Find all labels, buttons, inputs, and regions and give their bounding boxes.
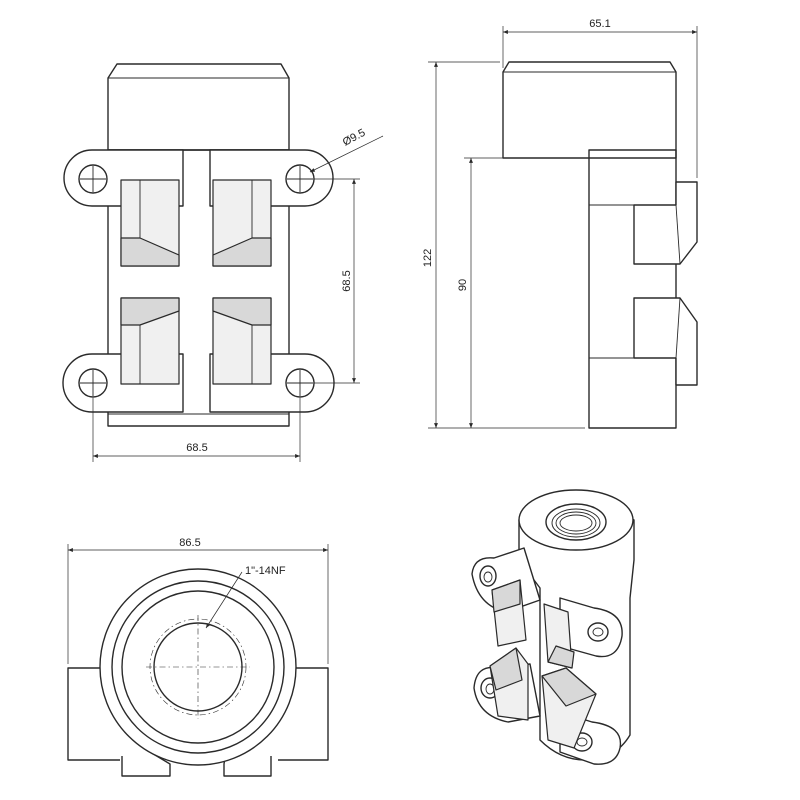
front-top-cap bbox=[107, 63, 290, 151]
thread-leader bbox=[205, 571, 243, 629]
front-width-dimension bbox=[92, 398, 301, 462]
side-body-height-label: 90 bbox=[457, 279, 469, 291]
side-depth-dimension bbox=[502, 26, 698, 178]
front-view: 68.5 68.5 Ø9.5 bbox=[62, 63, 384, 462]
thread-label: 1"-14NF bbox=[245, 565, 286, 577]
front-hole-spacing-dimension bbox=[314, 178, 360, 384]
front-valve-blocks bbox=[120, 179, 272, 385]
side-view: 65.1 122 90 bbox=[422, 18, 698, 429]
iso-top-face bbox=[518, 489, 634, 551]
bottom-view: 86.5 1"-14NF bbox=[67, 537, 329, 777]
front-width-label: 68.5 bbox=[186, 442, 207, 454]
side-total-height-dimension bbox=[428, 61, 585, 429]
bottom-left-boss bbox=[67, 667, 120, 761]
front-hole-spacing-label: 68.5 bbox=[341, 270, 353, 291]
side-depth-label: 65.1 bbox=[589, 18, 610, 30]
bottom-mid-ring bbox=[111, 580, 285, 754]
side-body bbox=[588, 149, 677, 429]
front-mounting-holes bbox=[78, 164, 315, 398]
bottom-inner-ring bbox=[121, 590, 275, 744]
isometric-view bbox=[471, 489, 635, 765]
side-total-height-label: 122 bbox=[422, 249, 434, 267]
bottom-width-dimension bbox=[67, 544, 329, 664]
iso-upper-left-flange bbox=[471, 547, 541, 613]
side-top-cap bbox=[502, 61, 677, 159]
side-upper-valve bbox=[633, 181, 698, 265]
front-body bbox=[107, 149, 290, 427]
side-body-height-dimension bbox=[464, 157, 585, 428]
iso-upper-right-flange bbox=[559, 597, 623, 658]
side-lower-valve bbox=[633, 297, 698, 386]
iso-thread-hole bbox=[551, 508, 601, 538]
bottom-outer-ring bbox=[99, 568, 297, 766]
bottom-width-label: 86.5 bbox=[179, 537, 200, 549]
bottom-right-boss bbox=[278, 667, 329, 761]
hole-diameter-leader bbox=[309, 135, 384, 173]
bottom-left-foot bbox=[121, 751, 171, 777]
